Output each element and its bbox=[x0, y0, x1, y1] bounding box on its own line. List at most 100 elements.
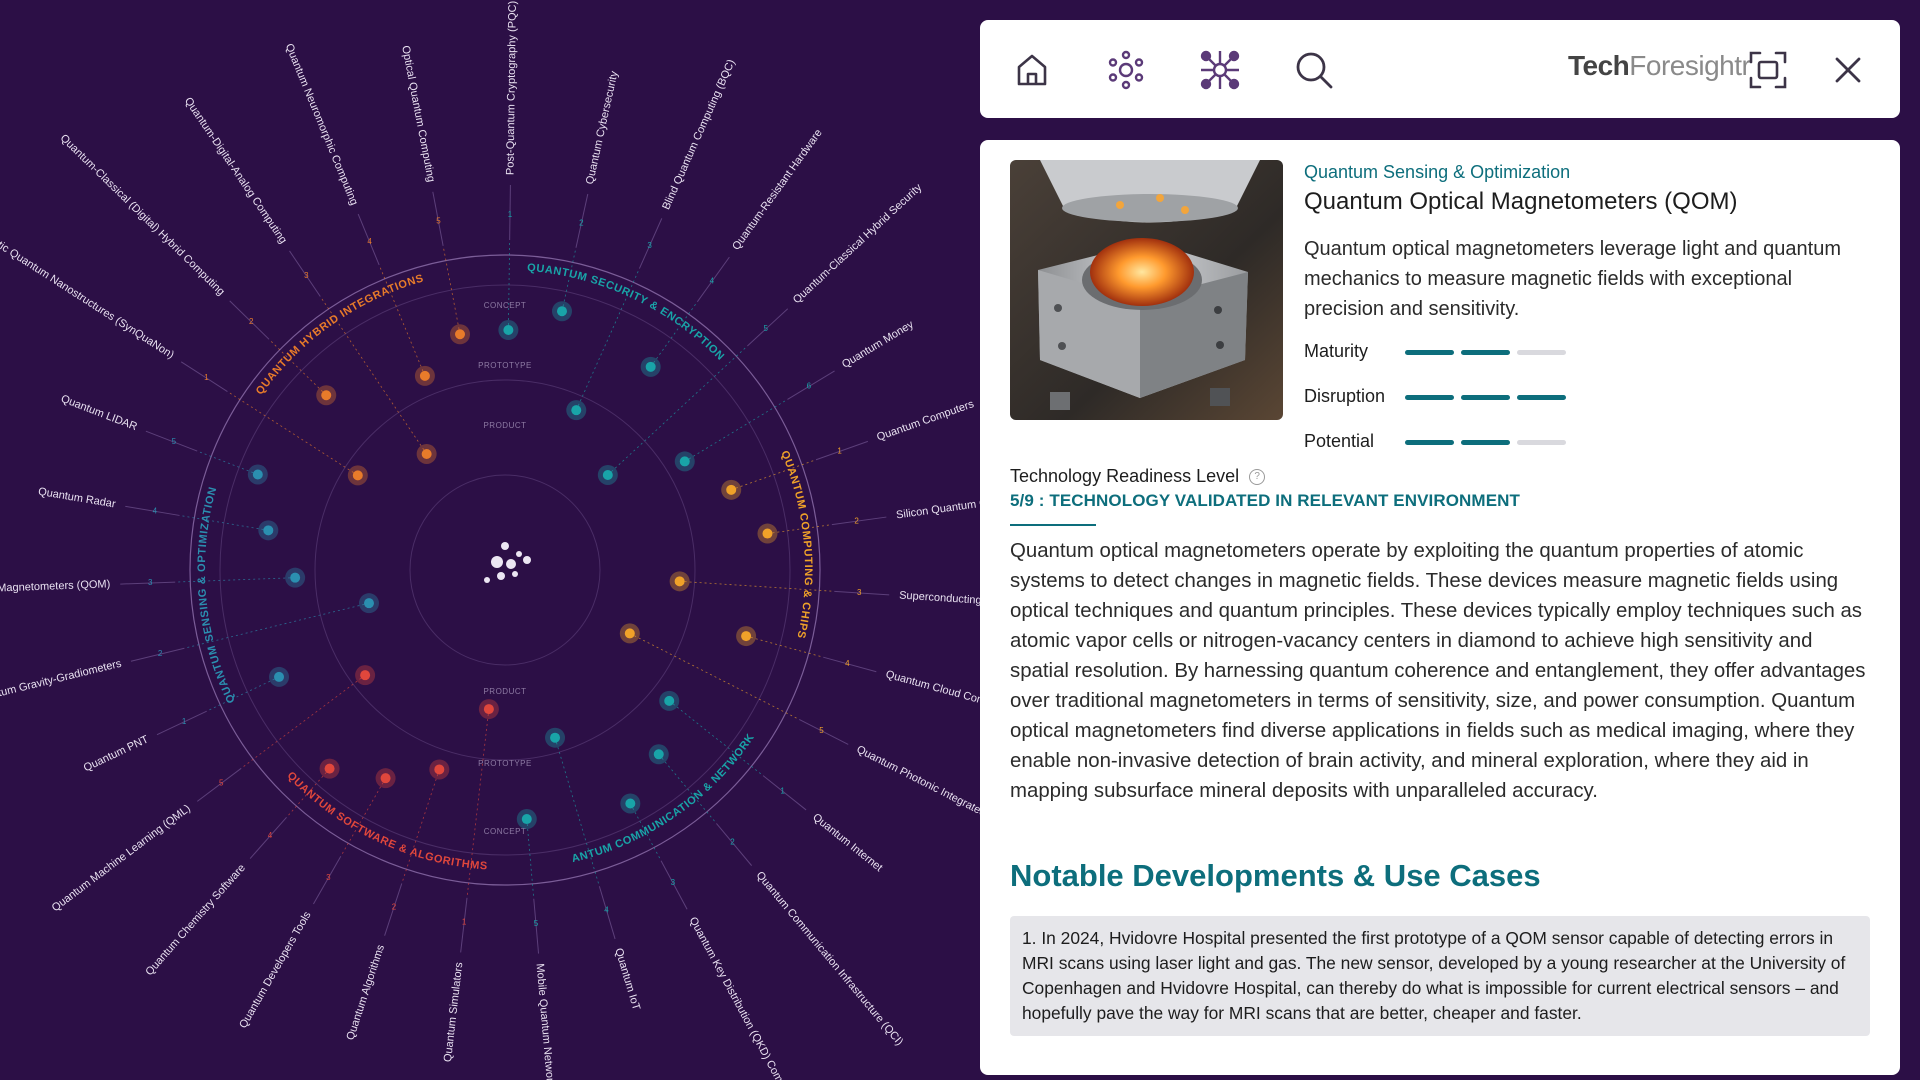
technology-blip[interactable] bbox=[503, 325, 514, 336]
technology-blip[interactable] bbox=[679, 456, 690, 467]
technology-blip[interactable] bbox=[674, 576, 685, 587]
technology-label[interactable]: Quantum Communication Infrastructure (QC… bbox=[754, 869, 906, 1048]
home-button[interactable] bbox=[1002, 40, 1062, 100]
center-dot bbox=[484, 577, 490, 583]
metric-bar-segment bbox=[1517, 350, 1566, 355]
blip-connector bbox=[767, 524, 832, 534]
technology-label[interactable]: Mobile Quantum Networks bbox=[534, 963, 557, 1080]
radar-spoke bbox=[747, 308, 789, 347]
technology-label[interactable]: Quantum Internet bbox=[810, 811, 884, 874]
technology-label[interactable]: Quantum Key Distribution (QKD) Commu bbox=[687, 915, 793, 1080]
technology-label[interactable]: Quantum LIDAR bbox=[59, 393, 139, 433]
technology-blip[interactable] bbox=[645, 361, 656, 372]
technology-label[interactable]: Post-Quantum Cryptography (PQC) bbox=[504, 1, 518, 175]
technology-label[interactable]: Optical Quantum Computing bbox=[399, 45, 437, 184]
technology-blip[interactable] bbox=[434, 764, 445, 775]
blip-connector bbox=[554, 737, 600, 887]
technology-blip[interactable] bbox=[550, 732, 561, 743]
radar-spoke bbox=[696, 256, 730, 303]
technology-blip[interactable] bbox=[602, 469, 613, 480]
technology-blip[interactable] bbox=[290, 572, 301, 583]
technology-label[interactable]: Quantum Photonic Integrated Circuits bbox=[854, 743, 980, 837]
technology-blip[interactable] bbox=[521, 814, 532, 825]
technology-label[interactable]: Quantum PNT bbox=[82, 733, 151, 774]
technology-label[interactable]: Quantum Machine Learning (QML) bbox=[50, 802, 193, 914]
technology-label[interactable]: Optical Magnetometers (QOM) bbox=[0, 578, 110, 595]
technology-label[interactable]: Superconducting Qua bbox=[899, 589, 980, 608]
technology-blip[interactable] bbox=[360, 670, 371, 681]
technology-blip[interactable] bbox=[455, 329, 466, 340]
technology-label[interactable]: Quantum Simulators bbox=[442, 961, 466, 1062]
metric-bar-segment bbox=[1405, 350, 1454, 355]
technology-blip[interactable] bbox=[352, 470, 363, 481]
radar-blips[interactable] bbox=[175, 240, 835, 899]
technology-number: 3 bbox=[647, 241, 652, 250]
technology-number: 2 bbox=[158, 649, 163, 658]
technology-blip[interactable] bbox=[324, 763, 335, 774]
technology-label[interactable]: Quantum-Classical (Digital) Hybrid Compu… bbox=[58, 132, 227, 298]
technology-blip[interactable] bbox=[363, 598, 374, 609]
technology-blip[interactable] bbox=[380, 773, 391, 784]
technology-blip[interactable] bbox=[263, 525, 274, 536]
technology-label[interactable]: Quantum Algorithms bbox=[345, 943, 388, 1042]
technology-number: 2 bbox=[854, 516, 859, 525]
radar-spoke bbox=[130, 647, 185, 662]
close-button[interactable] bbox=[1818, 40, 1878, 100]
ring-label-lower: CONCEPT bbox=[484, 827, 527, 836]
technology-label[interactable]: Quantum Computers bbox=[875, 398, 976, 444]
technology-title: Quantum Optical Magnetometers (QOM) bbox=[1304, 188, 1738, 215]
help-icon[interactable]: ? bbox=[1249, 468, 1266, 485]
segment-label: QUANTUM SENSING & OPTIMIZATION bbox=[196, 485, 238, 705]
technology-label[interactable]: Synthetic Quantum Nanostructures (SynQua… bbox=[0, 221, 176, 362]
technology-label[interactable]: Quantum Radar bbox=[37, 486, 117, 511]
blip-connector bbox=[466, 709, 490, 898]
technology-label[interactable]: Quantum-Resistant Hardware bbox=[730, 127, 825, 252]
blip-connector bbox=[401, 769, 440, 884]
technology-blip[interactable] bbox=[653, 749, 664, 760]
technology-number: 4 bbox=[845, 659, 850, 668]
technology-blip[interactable] bbox=[274, 671, 285, 682]
technology-label[interactable]: Quantum Gravity-Gradiometers bbox=[0, 658, 123, 706]
technology-blip[interactable] bbox=[252, 469, 263, 480]
technology-blip[interactable] bbox=[421, 448, 432, 459]
technology-label[interactable]: Quantum Neuromorphic Computing bbox=[283, 42, 360, 207]
developments-heading: Notable Developments & Use Cases bbox=[1010, 858, 1541, 893]
technology-number: 5 bbox=[819, 726, 824, 735]
fullscreen-button[interactable] bbox=[1738, 40, 1798, 100]
technology-category[interactable]: Quantum Sensing & Optimization bbox=[1304, 162, 1571, 182]
search-button[interactable] bbox=[1284, 40, 1344, 100]
technology-label[interactable]: Quantum IoT bbox=[612, 947, 642, 1012]
technology-blip[interactable] bbox=[556, 306, 567, 317]
technology-blip[interactable] bbox=[741, 631, 752, 642]
technology-label[interactable]: Quantum Cloud Computing bbox=[884, 669, 980, 716]
technology-number: 4 bbox=[367, 237, 372, 246]
technology-blip[interactable] bbox=[664, 695, 675, 706]
metric-bar-segment bbox=[1517, 440, 1566, 445]
technology-label[interactable]: Quantum Money bbox=[840, 318, 916, 371]
technology-blip[interactable] bbox=[571, 405, 582, 416]
blip-connector bbox=[650, 301, 698, 368]
technology-blip[interactable] bbox=[419, 370, 430, 381]
cluster-view-button[interactable] bbox=[1096, 40, 1156, 100]
technology-label[interactable]: Blind Quantum Computing (BQC) bbox=[660, 58, 737, 212]
technology-blip[interactable] bbox=[321, 390, 332, 401]
technology-label[interactable]: Silicon Quantum Chip bbox=[895, 495, 980, 522]
technology-label[interactable]: Quantum-Digital-Analog Computing bbox=[182, 95, 289, 246]
technology-label[interactable]: Quantum Chemistry Software bbox=[143, 862, 248, 978]
technology-label[interactable]: Quantum Cybersecurity bbox=[584, 70, 621, 186]
technology-blip[interactable] bbox=[726, 484, 737, 495]
technology-number: 2 bbox=[249, 317, 254, 326]
network-view-button[interactable] bbox=[1190, 40, 1250, 100]
radar-spoke bbox=[313, 856, 342, 905]
technology-blip[interactable] bbox=[762, 528, 773, 539]
technology-label[interactable]: Quantum-Classical Hybrid Security bbox=[791, 181, 925, 306]
technology-blip[interactable] bbox=[483, 704, 494, 715]
ring-label-upper: CONCEPT bbox=[484, 301, 527, 310]
technology-blip[interactable] bbox=[625, 798, 636, 809]
technology-label[interactable]: Quantum Developers Tools bbox=[237, 909, 314, 1030]
segment-arc-path bbox=[255, 278, 436, 405]
technology-blip[interactable] bbox=[624, 628, 635, 639]
technology-number: 3 bbox=[326, 873, 331, 882]
